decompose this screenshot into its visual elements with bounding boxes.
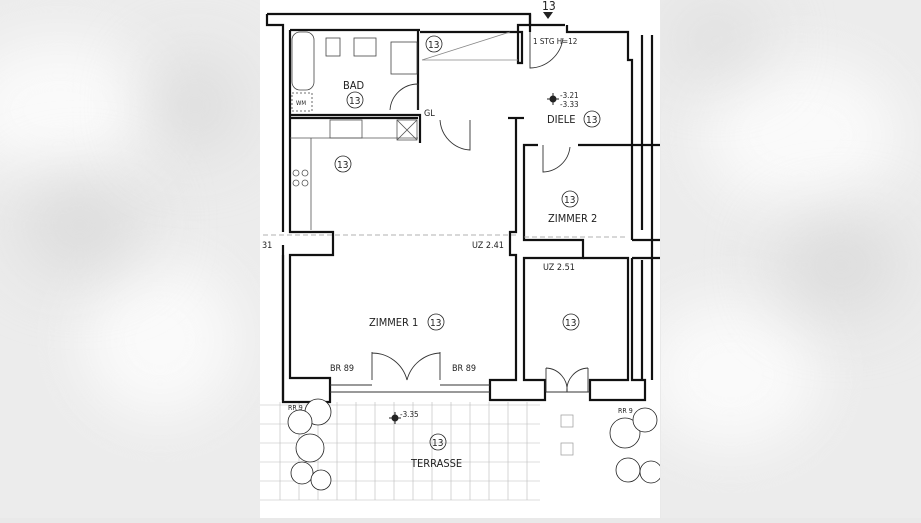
cabinet-icon [396,119,418,141]
zimmer2-label: ZIMMER 2 [548,212,597,225]
br-left-label: BR 89 [330,364,354,374]
beam-line [263,234,628,238]
stair-note: 1 STG H=12 [533,37,577,46]
bad-label: BAD [343,79,365,92]
stair-arrow-icon [543,12,553,19]
floor-plan: 13 1 STG H=12 BAD 13 WM 13 GL -3.21 -3.3… [260,0,663,518]
walls [265,12,660,404]
doors [330,32,590,393]
stair-marker: 13 [542,0,556,13]
uz1-label: UZ 2.41 [472,241,504,251]
diele-label: DIELE [547,113,576,126]
blurred-background-left [0,0,260,518]
plant-icons [287,398,663,491]
diele-level-top: -3.21 [560,91,579,100]
stove-icon [292,169,300,177]
terrace-level: -3.35 [400,410,419,419]
kitchen-fixtures [290,119,418,230]
zimmer1-label: ZIMMER 1 [369,316,418,329]
terrace-label: TERRASSE [410,457,462,470]
washing-machine-icon [291,92,313,112]
rr-right-label: RR 9 [618,407,633,415]
left-cut-label: 31 [262,241,272,251]
bathtub-icon [291,31,315,91]
uz2-label: UZ 2.51 [543,263,575,273]
gl-label: GL [424,109,435,119]
zimmer2-number: 13 [564,195,575,206]
wm-label: WM [296,100,306,107]
diele-number: 13 [586,115,597,126]
rr-left-label: RR 9 [288,404,303,412]
kitchen-sink-icon [329,119,363,139]
zimmer3-number: 13 [565,318,576,329]
bad-number: 13 [349,96,360,107]
shower-icon [390,41,418,75]
br-right-label: BR 89 [452,364,476,374]
room-number-circles [334,35,601,451]
kitchen-number: 13 [337,160,348,171]
terrace-number: 13 [432,438,443,449]
toilet-icon [325,37,341,57]
zimmer1-number: 13 [430,318,441,329]
sink-icon [353,37,377,57]
bathroom-fixtures [291,31,518,112]
diele-level-bottom: -3.33 [560,100,579,109]
shaft-number: 13 [428,40,439,51]
blurred-background-right [661,0,921,518]
level-marker-icons [389,93,559,424]
